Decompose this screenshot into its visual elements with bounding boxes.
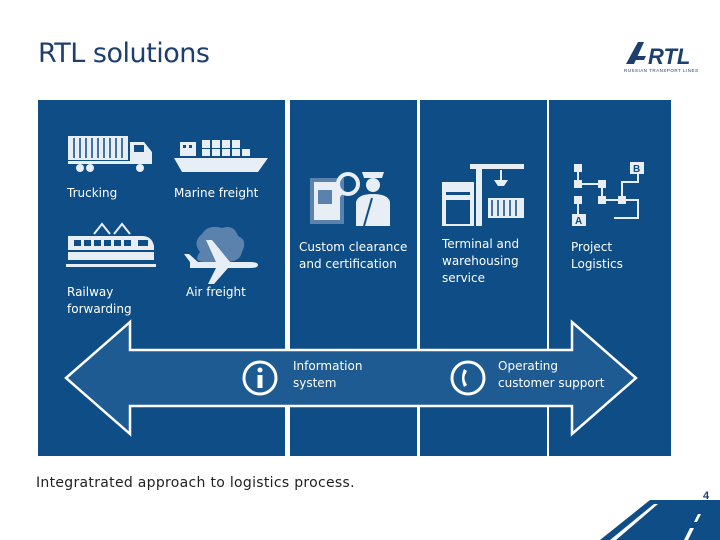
label-customs-2: and certification bbox=[299, 257, 397, 271]
label-railway-1: Railway bbox=[67, 285, 114, 299]
logo-text: RTL bbox=[648, 44, 690, 69]
label-customs-1: Custom clearance bbox=[299, 240, 408, 254]
ship-icon bbox=[174, 140, 268, 172]
airplane-icon bbox=[184, 226, 258, 284]
label-terminal-2: warehousing bbox=[442, 254, 519, 268]
label-railway-2: forwarding bbox=[67, 302, 132, 316]
label-support-2: customer support bbox=[498, 376, 605, 390]
svg-text:A: A bbox=[575, 216, 582, 227]
label-trucking: Trucking bbox=[67, 186, 118, 200]
label-info-2: system bbox=[293, 376, 337, 390]
warehouse-crane-icon bbox=[442, 164, 524, 226]
svg-text:B: B bbox=[633, 164, 640, 175]
label-project-1: Project bbox=[571, 240, 613, 254]
double-arrow bbox=[64, 319, 638, 437]
label-info-1: Information bbox=[293, 359, 363, 373]
label-project-2: Logistics bbox=[571, 257, 623, 271]
info-icon bbox=[242, 360, 278, 396]
page-number: 4 bbox=[703, 490, 710, 502]
customs-officer-icon bbox=[310, 172, 390, 227]
label-marine: Marine freight bbox=[174, 186, 259, 200]
label-air: Air freight bbox=[186, 285, 246, 299]
train-icon bbox=[66, 222, 156, 267]
label-support-1: Operating bbox=[498, 359, 558, 373]
project-flow-icon: B A bbox=[572, 162, 644, 227]
label-terminal-3: service bbox=[442, 271, 485, 285]
road-decoration bbox=[600, 500, 720, 540]
page-title: RTL solutions bbox=[38, 38, 210, 69]
label-terminal-1: Terminal and bbox=[442, 237, 520, 251]
footer-caption: Integratrated approach to logistics proc… bbox=[36, 475, 355, 491]
rtl-logo: RTL bbox=[626, 42, 690, 69]
phone-icon bbox=[450, 360, 486, 396]
logo-subtext: RUSSIAN TRANSPORT LINES bbox=[624, 68, 699, 73]
truck-icon bbox=[68, 136, 152, 172]
